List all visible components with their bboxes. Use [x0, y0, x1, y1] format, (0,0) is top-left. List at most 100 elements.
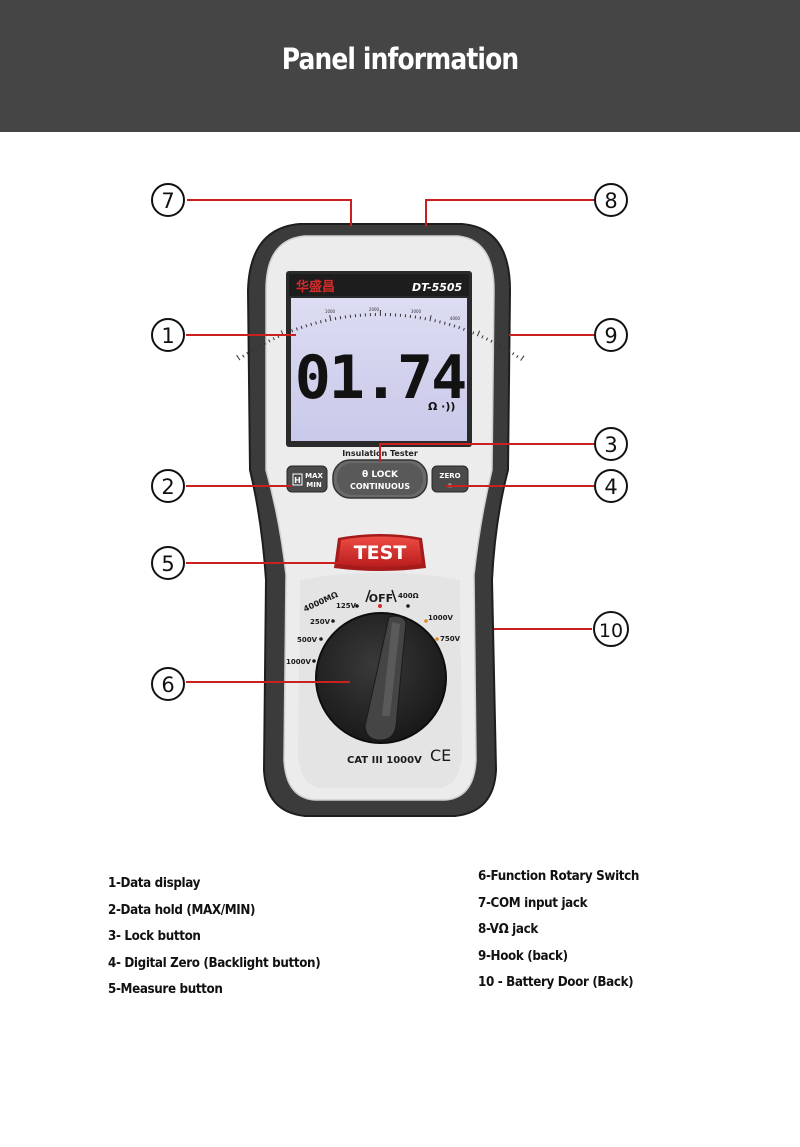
scale-tick — [490, 339, 493, 343]
svg-text:MAX: MAX — [305, 472, 323, 480]
legend-item: 4- Digital Zero (Backlight button) — [108, 955, 321, 971]
scale-tick — [310, 322, 313, 326]
svg-text:250V: 250V — [310, 618, 331, 626]
scale-tick — [507, 349, 511, 353]
scale-tick — [511, 352, 515, 356]
svg-text:1000V: 1000V — [286, 658, 311, 666]
lcd-screen — [291, 298, 467, 441]
callout-9: 9 — [594, 318, 628, 352]
scale-tick — [481, 335, 484, 339]
scale-tick — [259, 344, 262, 348]
legend-item: 9-Hook (back) — [478, 948, 568, 964]
scale-tick — [453, 324, 456, 328]
scale-label: 1000 — [325, 309, 336, 314]
scale-tick — [434, 319, 436, 323]
display-units: Ω ·)) — [428, 400, 455, 413]
legend-item: 2-Data hold (MAX/MIN) — [108, 902, 256, 918]
svg-text:5: 5 — [161, 552, 174, 576]
svg-text:1: 1 — [161, 324, 174, 348]
callout-lines — [186, 199, 595, 683]
device-illustration: 华盛昌 DT-5505 1000 2000 3000 4000 01.74 Ω … — [151, 183, 629, 817]
svg-text:3: 3 — [604, 433, 617, 457]
scale-tick — [503, 346, 506, 351]
scale-tick — [246, 351, 249, 355]
svg-text:1000V: 1000V — [428, 614, 453, 622]
svg-text:ZERO: ZERO — [439, 472, 460, 480]
svg-text:OFF: OFF — [369, 592, 393, 605]
svg-text:125V: 125V — [336, 602, 357, 610]
scale-tick — [250, 349, 253, 353]
scale-tick — [315, 321, 317, 325]
scale-tick — [499, 344, 502, 348]
callout-10: 10 — [593, 611, 629, 647]
scale-tick — [494, 342, 498, 346]
zero-button[interactable]: ZERO ☀ — [431, 465, 469, 493]
scale-tick — [295, 327, 298, 331]
analog-scale — [236, 310, 525, 361]
scale-tick — [254, 346, 258, 350]
scale-tick — [268, 339, 271, 343]
svg-text:TEST: TEST — [354, 542, 407, 564]
scale-tick — [419, 316, 422, 320]
svg-text:9: 9 — [604, 324, 617, 348]
scale-tick — [329, 315, 332, 322]
legend-item: 3- Lock button — [108, 929, 201, 944]
scale-tick — [305, 324, 308, 328]
model-label: DT-5505 — [412, 281, 463, 294]
scale-tick — [242, 354, 245, 358]
scale-tick — [458, 326, 461, 330]
scale-tick — [320, 320, 322, 324]
scale-tick — [263, 341, 266, 345]
callout-1: 1 — [151, 318, 185, 352]
scale-tick — [448, 322, 451, 327]
scale-tick — [472, 331, 475, 335]
legend-item: 7-COM input jack — [478, 895, 588, 911]
header-banner: Panel information — [0, 0, 800, 132]
scale-label: 4000 — [450, 316, 461, 321]
scale-tick — [462, 327, 465, 331]
page-title: Panel information — [281, 42, 519, 76]
scale-tick — [485, 337, 489, 341]
legend-item: 10 - Battery Door (Back) — [478, 975, 634, 990]
dial-dots — [312, 589, 439, 663]
brand-logo: 华盛昌 — [296, 279, 335, 295]
hold-icon: H — [294, 476, 301, 485]
scale-tick — [272, 337, 275, 341]
scale-tick — [300, 325, 303, 329]
scale-tick — [324, 318, 327, 323]
svg-text:6: 6 — [161, 673, 174, 697]
scale-tick — [286, 331, 289, 335]
rotary-switch[interactable] — [315, 612, 447, 744]
svg-text:MIN: MIN — [306, 481, 322, 489]
scale-tick — [236, 354, 241, 361]
scale-tick — [334, 317, 337, 321]
scale-tick — [443, 321, 446, 325]
callout-8: 8 — [594, 183, 628, 217]
svg-text:7: 7 — [161, 189, 174, 213]
callout-3: 3 — [594, 427, 628, 461]
scale-tick — [476, 330, 481, 337]
legend-right: 6-Function Rotary Switch 7-COM input jac… — [478, 869, 653, 1002]
callout-markers: 7 8 1 9 3 2 4 5 10 6 — [151, 183, 629, 701]
legend-item: 6-Function Rotary Switch — [478, 869, 640, 884]
display-reading: 01.74 — [295, 343, 466, 413]
svg-text:2: 2 — [161, 475, 174, 499]
callout-5: 5 — [151, 546, 185, 580]
svg-text:500V: 500V — [297, 636, 318, 644]
scale-tick — [344, 315, 347, 319]
callout-4: 4 — [594, 469, 628, 503]
scale-tick — [467, 329, 470, 333]
lock-button[interactable]: θ LOCK CONTINUOUS — [332, 459, 428, 499]
scale-tick — [291, 329, 294, 333]
scale-label: 3000 — [411, 309, 422, 314]
svg-text:400Ω: 400Ω — [398, 592, 419, 600]
svg-text:750V: 750V — [440, 635, 461, 643]
callout-2: 2 — [151, 469, 185, 503]
max-min-button[interactable]: H MAX MIN — [286, 465, 328, 493]
svg-text:CONTINUOUS: CONTINUOUS — [350, 482, 410, 491]
legend-item: 8-VΩ jack — [478, 922, 538, 937]
scale-tick — [516, 355, 519, 359]
test-button[interactable]: TEST — [334, 534, 426, 571]
legend-item: 1-Data display — [108, 876, 201, 891]
ce-mark: CE — [430, 746, 451, 765]
